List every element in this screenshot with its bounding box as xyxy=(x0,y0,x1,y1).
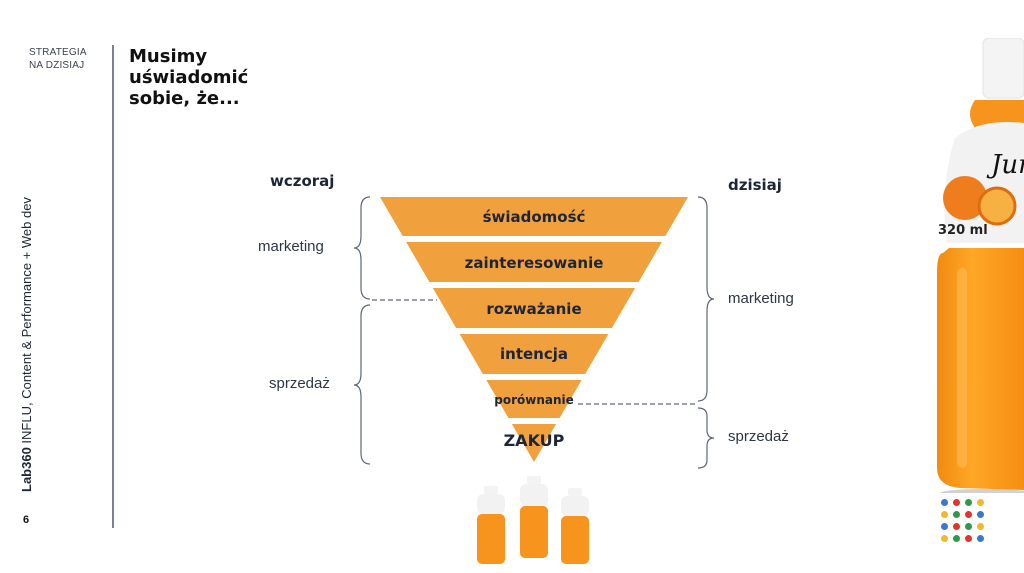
decor-dot xyxy=(941,499,948,506)
funnel-segment-5 xyxy=(486,380,582,418)
decor-dot xyxy=(965,511,972,518)
section-label-line2: NA DZISIAJ xyxy=(29,60,85,71)
slide-title-line3: sobie, że... xyxy=(129,88,240,109)
page-number: 6 xyxy=(23,514,30,526)
bottle-volume-text: 320 ml xyxy=(938,223,988,238)
left-brace-marketing xyxy=(353,196,371,300)
funnel-segment-6 xyxy=(511,424,557,462)
decor-dot xyxy=(977,523,984,530)
funnel-stage-label-3: rozważanie xyxy=(486,300,581,318)
left-group-label-sales: sprzedaż xyxy=(269,375,330,392)
product-bottle-large: Jum 320 ml xyxy=(937,38,1024,493)
decor-dot xyxy=(965,523,972,530)
left-brace-sales xyxy=(353,304,371,465)
funnel-stage-label-5: porównanie xyxy=(494,393,574,407)
funnel-stage-label-4: intencja xyxy=(500,345,568,363)
decor-dot xyxy=(953,511,960,518)
decor-dot xyxy=(941,535,948,542)
funnel-stage-label-1: świadomość xyxy=(483,208,586,226)
left-group-label-marketing: marketing xyxy=(258,238,324,255)
slide-title-line1: Musimy xyxy=(129,46,208,67)
decor-dot xyxy=(977,511,984,518)
small-bottle-right xyxy=(561,488,589,564)
section-label-line1: STRATEGIA xyxy=(29,47,87,58)
right-brace-sales xyxy=(697,407,715,469)
small-bottle-center xyxy=(520,476,548,558)
decor-dot xyxy=(953,499,960,506)
decor-dot xyxy=(977,535,984,542)
funnel-segment-1 xyxy=(380,197,688,236)
bottle-brand-text: Jum xyxy=(986,150,1024,180)
funnel-segment-3 xyxy=(432,288,636,328)
small-bottle-left xyxy=(477,486,505,564)
right-group-label-marketing: marketing xyxy=(728,290,794,307)
funnel-segment-2 xyxy=(406,242,662,282)
funnel-stage-label-6: ZAKUP xyxy=(504,431,565,450)
funnel-stage-label-2: zainteresowanie xyxy=(465,254,604,272)
decor-dot xyxy=(965,499,972,506)
decor-dot xyxy=(953,523,960,530)
slide-title-line2: uświadomić xyxy=(129,67,249,88)
product-bottles-small xyxy=(477,476,589,564)
decor-dot xyxy=(953,535,960,542)
vertical-divider xyxy=(112,45,114,528)
decor-dot xyxy=(941,523,948,530)
right-heading: dzisiaj xyxy=(728,176,782,194)
section-label: STRATEGIA NA DZISIAJ xyxy=(29,46,87,72)
decor-dot xyxy=(965,535,972,542)
right-group-label-sales: sprzedaż xyxy=(728,428,789,445)
funnel-segment-4 xyxy=(459,334,609,374)
decor-dot xyxy=(977,499,984,506)
decor-dot xyxy=(941,511,948,518)
right-brace-marketing xyxy=(697,196,715,402)
slide-title: Musimy uświadomić sobie, że... xyxy=(129,46,248,109)
left-heading: wczoraj xyxy=(270,172,335,190)
